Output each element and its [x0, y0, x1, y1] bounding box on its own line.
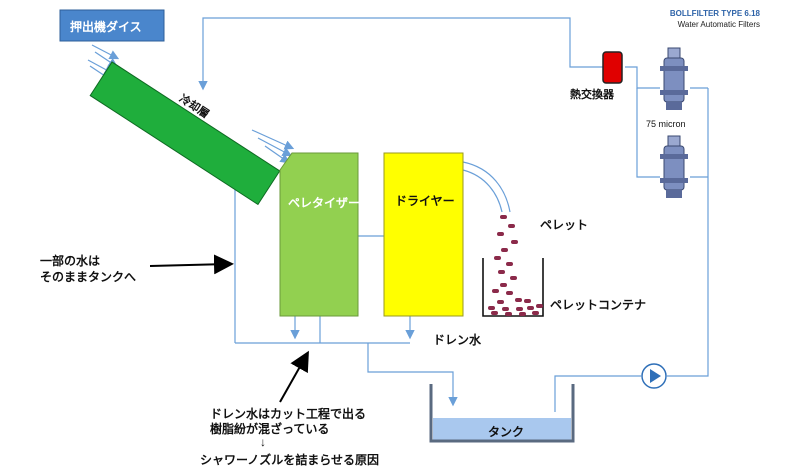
heat-exchanger-body	[602, 51, 623, 84]
cooling-bath-box	[89, 61, 281, 206]
pelletizer-label: ペレタイザー	[288, 196, 361, 210]
note-left-line-2: そのままタンクへ	[40, 270, 137, 284]
header: BOLLFILTER TYPE 6.18 Water Automatic Fil…	[670, 8, 760, 30]
pellet	[532, 311, 539, 315]
note-bottom-arrow-glyph: ↓	[260, 435, 266, 449]
cooling-flow-arrow-1	[251, 129, 295, 150]
filter-unit-bottom	[660, 135, 688, 198]
pump-arrow-icon	[650, 369, 661, 383]
pump-riser-pipe	[667, 88, 709, 377]
pellet-container	[482, 258, 544, 317]
pellet	[536, 304, 543, 308]
pellet-container-label: ペレットコンテナ	[550, 298, 647, 312]
pellet	[524, 299, 531, 303]
cooling-flow-arrow-3	[264, 145, 290, 164]
pellet	[511, 240, 518, 244]
pellet	[506, 291, 513, 295]
pellet	[505, 312, 512, 316]
pellet	[508, 224, 515, 228]
filter-unit-top	[660, 47, 688, 110]
pellet	[501, 248, 508, 252]
drain-water-label: ドレン水	[433, 333, 482, 347]
pellet	[500, 283, 507, 287]
tank-walls	[429, 384, 575, 443]
note-bottom-line-1: ドレン水はカット工程で出る	[210, 407, 367, 421]
extruder-die-box	[59, 9, 165, 42]
pellet	[498, 270, 505, 274]
note-bottom-arrow	[279, 350, 309, 403]
heat-exchanger-label: 熱交換器	[570, 89, 614, 101]
dryer-label: ドライヤー	[395, 194, 455, 208]
note-left-arrow	[149, 254, 234, 275]
extruder-flow-arrow-1	[91, 44, 120, 60]
header-to-tank-pipe	[367, 343, 458, 407]
pellet	[500, 215, 507, 219]
cooling-flow-arrow-2	[257, 137, 293, 157]
header-subtitle: Water Automatic Filters	[677, 20, 760, 29]
tank-label: タンク	[488, 425, 525, 439]
pellets-group	[488, 215, 543, 316]
filter-micron-label: 75 micron	[646, 119, 686, 129]
note-bottom-line-3: シャワーノズルを詰まらせる原因	[200, 453, 380, 467]
pellet	[494, 256, 501, 260]
pellet	[527, 306, 534, 310]
pellet	[497, 232, 504, 236]
note-left-line-1: 一部の水は	[40, 254, 101, 268]
dryer-box	[383, 152, 464, 317]
cooling-bath-group	[89, 61, 281, 206]
pellet	[502, 307, 509, 311]
pellet	[506, 262, 513, 266]
note-bottom-line-2: 樹脂紛が混ざっている	[210, 422, 330, 436]
filter-pipe-bottom	[636, 88, 660, 178]
pellet	[516, 307, 523, 311]
pellet	[497, 300, 504, 304]
extruder-die-label: 押出機ダイス	[70, 20, 142, 34]
pellet	[510, 276, 517, 280]
pellet	[488, 306, 495, 310]
tank-water	[433, 418, 571, 440]
header-title: BOLLFILTER TYPE 6.18	[669, 9, 760, 18]
pellet	[515, 298, 522, 302]
pellet	[491, 311, 498, 315]
pellet	[492, 289, 499, 293]
pump-to-tank-pipe	[554, 375, 641, 412]
return-pipe-top	[198, 17, 610, 91]
pellet	[519, 312, 526, 316]
pelletizer-box	[279, 152, 359, 317]
dryer-discharge-chute	[462, 161, 511, 213]
filter-pipe-top	[625, 66, 660, 89]
pellets-label: ペレット	[540, 218, 589, 232]
dryer-discharge-chute-2	[462, 169, 503, 213]
